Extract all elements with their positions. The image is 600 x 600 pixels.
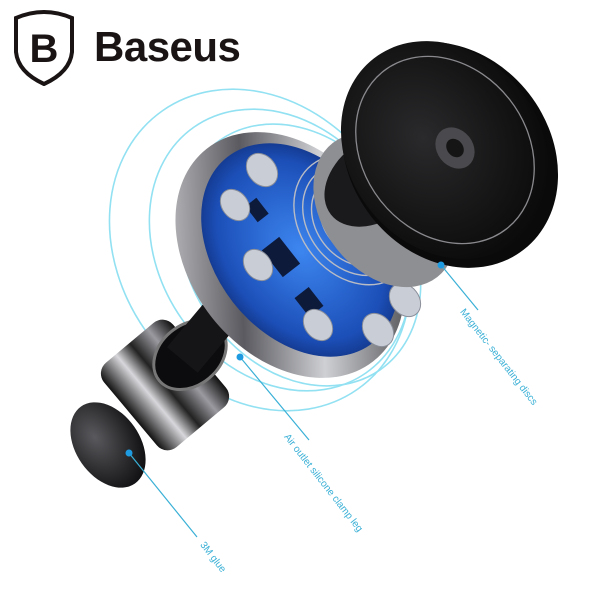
- brand-logo: B Baseus: [10, 8, 241, 86]
- callout-lines: [128, 264, 479, 538]
- brand-name: Baseus: [94, 23, 241, 70]
- 3m-glue-pad: [70, 402, 146, 488]
- callout-dots: [125, 261, 445, 457]
- magnetic-disc: [340, 41, 559, 268]
- shield-logo-icon: B: [14, 10, 74, 86]
- svg-text:B: B: [30, 27, 59, 71]
